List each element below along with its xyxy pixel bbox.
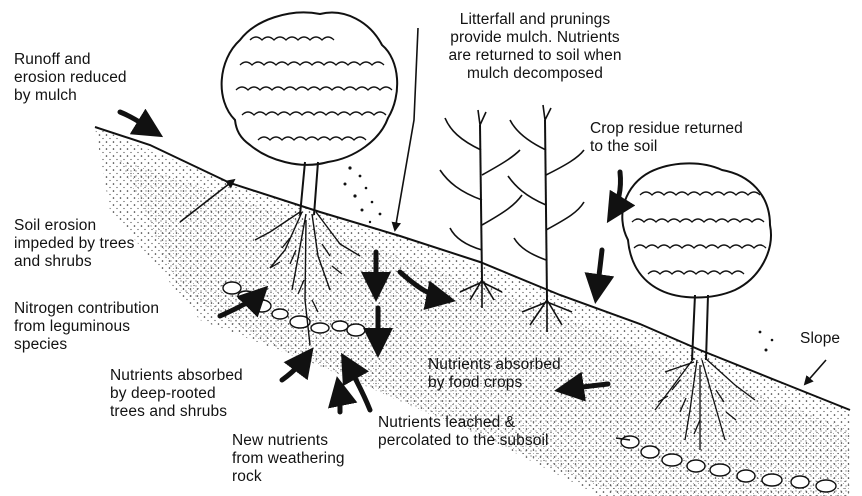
label-crop-residue: Crop residue returned to the soil [590,120,743,156]
label-absorbed-food: Nutrients absorbed by food crops [428,356,561,392]
label-absorbed-deep: Nutrients absorbed by deep-rooted trees … [110,367,243,421]
label-litterfall: Litterfall and prunings provide mulch. N… [402,11,668,83]
label-nitrogen: Nitrogen contribution from leguminous sp… [14,300,159,354]
label-weathering: New nutrients from weathering rock [232,432,345,486]
label-runoff: Runoff and erosion reduced by mulch [14,51,127,105]
label-soil-erosion: Soil erosion impeded by trees and shrubs [14,217,135,271]
label-leached: Nutrients leached & percolated to the su… [378,414,549,450]
label-slope: Slope [800,330,840,348]
